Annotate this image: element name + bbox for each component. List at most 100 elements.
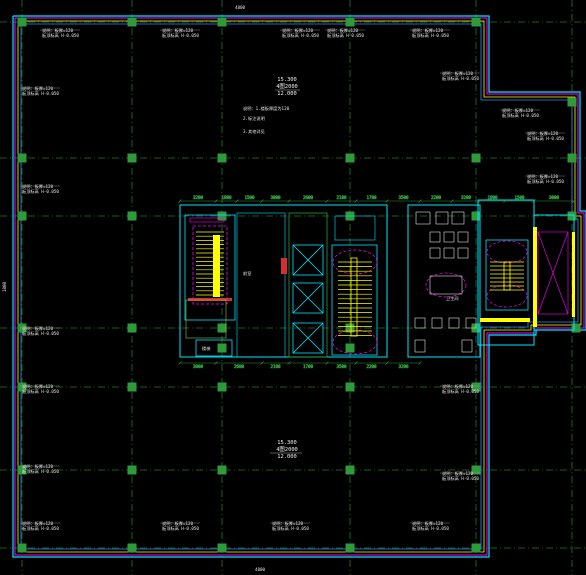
svg-text:4图2000: 4图2000 bbox=[276, 445, 298, 453]
beam-label: 说明：板厚=120 bbox=[162, 27, 194, 34]
column bbox=[127, 465, 137, 475]
column bbox=[345, 17, 355, 27]
beam-label: 说明：板厚=120 bbox=[22, 383, 54, 390]
svg-text:12.000: 12.000 bbox=[277, 91, 296, 97]
svg-text:4图2000: 4图2000 bbox=[276, 82, 298, 90]
column bbox=[127, 543, 137, 553]
column bbox=[567, 211, 577, 221]
column bbox=[345, 323, 355, 333]
notes-block: 说明：1.楼板厚度为120 2.标注说明 3.其他详见 bbox=[243, 105, 290, 135]
svg-text:15.300: 15.300 bbox=[277, 440, 296, 446]
beam-label: 板顶标高 H-0.050 bbox=[162, 525, 199, 532]
beam-label: 板顶标高 H-0.050 bbox=[442, 475, 479, 482]
dim-text: 3000 bbox=[549, 195, 560, 200]
dim-text: 1500 bbox=[244, 195, 255, 200]
beam-label: 板顶标高 H-0.050 bbox=[412, 32, 449, 39]
beam-label: 板顶标高 H-0.050 bbox=[22, 525, 59, 532]
column bbox=[471, 153, 481, 163]
beam-label: 说明：板厚=120 bbox=[22, 183, 54, 190]
dim-text: 1700 bbox=[303, 364, 314, 369]
toilet-fixtures bbox=[414, 211, 477, 353]
column bbox=[127, 17, 137, 27]
beam-label: 说明：板厚=120 bbox=[442, 70, 474, 77]
dim-tick bbox=[235, 199, 239, 203]
dim-tick bbox=[450, 199, 454, 203]
dim-text: 2200 bbox=[431, 195, 442, 200]
dim-text: 2600 bbox=[234, 364, 245, 369]
column bbox=[345, 343, 355, 353]
dim-tick bbox=[385, 199, 389, 203]
column bbox=[217, 323, 227, 333]
svg-text:15.300: 15.300 bbox=[277, 77, 296, 83]
beam-label: 板顶标高 H-0.050 bbox=[162, 32, 199, 39]
column bbox=[217, 153, 227, 163]
column bbox=[345, 465, 355, 475]
column bbox=[471, 17, 481, 27]
column bbox=[217, 382, 227, 392]
dim-tick bbox=[385, 361, 389, 365]
dim-text: 2600 bbox=[303, 195, 314, 200]
column bbox=[471, 382, 481, 392]
beam-label: 板顶标高 H-0.050 bbox=[22, 330, 59, 337]
beam-label: 板顶标高 H-0.050 bbox=[22, 388, 59, 395]
dim-text: 3000 bbox=[270, 195, 281, 200]
beam-label: 板顶标高 H-0.050 bbox=[327, 32, 364, 39]
column bbox=[567, 153, 577, 163]
dim-tick bbox=[287, 199, 291, 203]
slab-outline bbox=[12, 15, 586, 558]
svg-text:说明：1.楼板厚度为120: 说明：1.楼板厚度为120 bbox=[243, 105, 290, 112]
dim-tick bbox=[572, 199, 576, 203]
column bbox=[471, 465, 481, 475]
beam-label: 板顶标高 H-0.050 bbox=[412, 525, 449, 532]
column bbox=[217, 343, 227, 353]
dim-text: 2200 bbox=[366, 364, 377, 369]
bottom-dimension: 4800 bbox=[255, 567, 266, 572]
beam-label: 板顶标高 H-0.050 bbox=[442, 388, 479, 395]
column bbox=[217, 17, 227, 27]
beam-label: 说明：板厚=120 bbox=[442, 383, 474, 390]
dim-tick bbox=[260, 361, 264, 365]
dim-tick bbox=[178, 361, 182, 365]
beam-label: 板顶标高 H-0.050 bbox=[22, 468, 59, 475]
column bbox=[127, 323, 137, 333]
elevator-shafts bbox=[288, 212, 328, 358]
beam-label: 板顶标高 H-0.050 bbox=[527, 135, 564, 142]
dim-tick bbox=[287, 361, 291, 365]
beam-label: 说明：板厚=120 bbox=[22, 463, 54, 470]
dim-tick bbox=[354, 361, 358, 365]
beam-label: 说明：板厚=120 bbox=[412, 27, 444, 34]
dim-text: 1800 bbox=[487, 195, 498, 200]
beam-label: 板顶标高 H-0.050 bbox=[22, 188, 59, 195]
column bbox=[345, 153, 355, 163]
column bbox=[217, 543, 227, 553]
column bbox=[127, 382, 137, 392]
dim-tick bbox=[418, 361, 422, 365]
beam-label: 说明：板厚=120 bbox=[22, 520, 54, 527]
center-bottom-annotation: 15.300 4图2000 12.000 bbox=[270, 440, 302, 460]
svg-text:12.000: 12.000 bbox=[277, 454, 296, 460]
top-dimension: 4800 bbox=[235, 5, 246, 10]
beam-label: 板顶标高 H-0.050 bbox=[502, 112, 539, 119]
beam-label: 板顶标高 H-0.050 bbox=[272, 525, 309, 532]
column bbox=[217, 211, 227, 221]
dim-text: 3000 bbox=[193, 364, 204, 369]
structural-columns bbox=[17, 17, 581, 553]
beam-label: 说明：板厚=120 bbox=[412, 520, 444, 527]
svg-text:2.标注说明: 2.标注说明 bbox=[243, 115, 265, 122]
dim-text: 1800 bbox=[221, 195, 232, 200]
beam-label: 说明：板厚=120 bbox=[22, 85, 54, 92]
center-top-annotation: 15.300 4图2000 12.000 bbox=[275, 77, 300, 97]
core-area bbox=[179, 199, 575, 358]
dim-text: 1700 bbox=[366, 195, 377, 200]
dim-tick bbox=[532, 199, 536, 203]
toilet-label: 卫生间 bbox=[446, 295, 459, 302]
beam-label: 说明：板厚=120 bbox=[442, 470, 474, 477]
dim-tick bbox=[178, 199, 182, 203]
column bbox=[217, 465, 227, 475]
column bbox=[345, 382, 355, 392]
dim-tick bbox=[418, 199, 422, 203]
beam-label: 说明：板厚=120 bbox=[327, 27, 359, 34]
beam-label: 说明：板厚=120 bbox=[42, 27, 74, 34]
